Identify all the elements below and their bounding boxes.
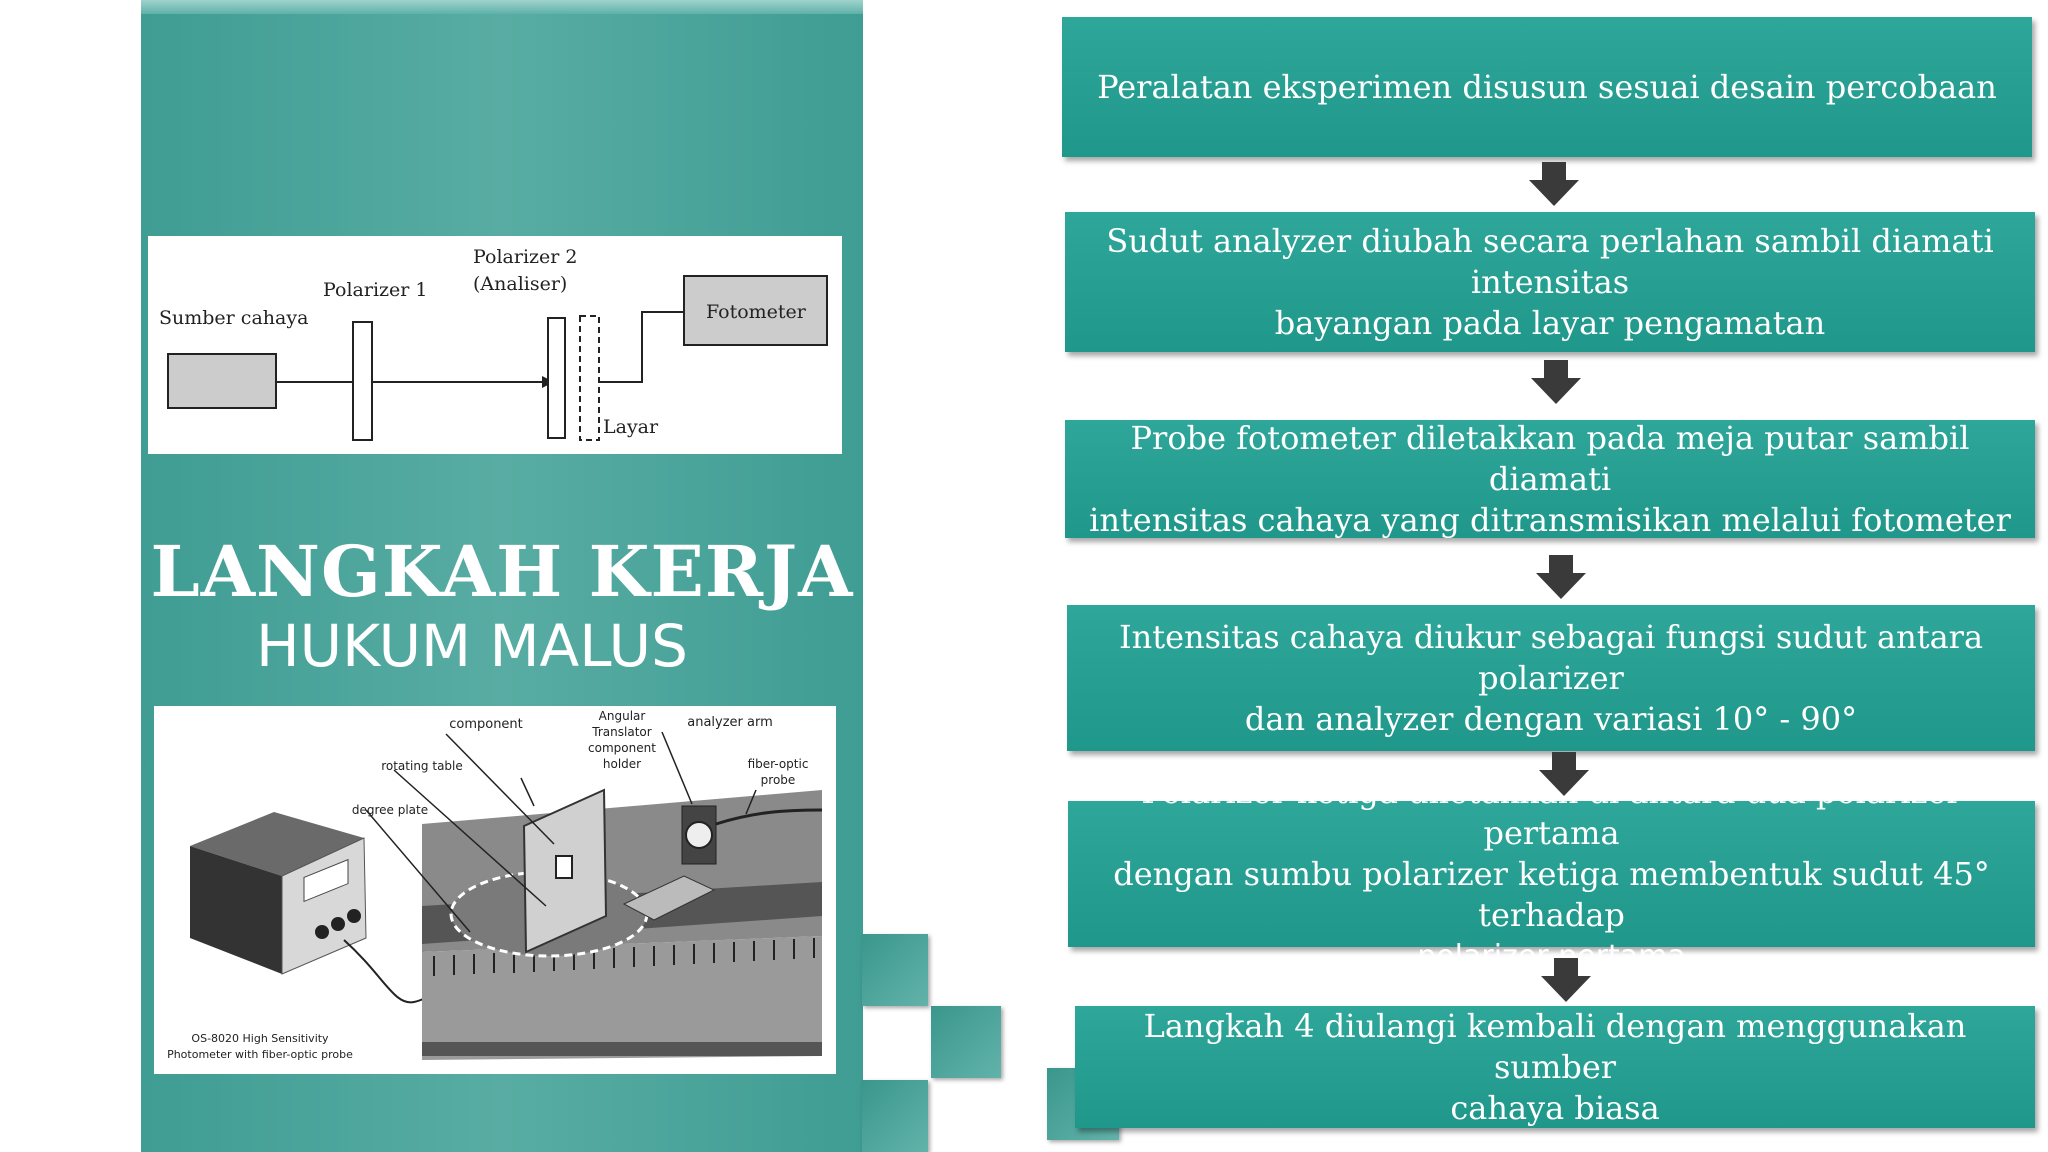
probe-cable	[599, 311, 684, 383]
down-arrow-icon	[1536, 555, 1586, 599]
decor-square	[862, 1080, 928, 1152]
panel-top-edge	[141, 0, 863, 14]
apparatus-illustration: component Angular Translator component h…	[154, 706, 836, 1074]
optical-rail-front	[422, 936, 822, 1060]
page-title: LANGKAH KERJA	[150, 530, 854, 613]
step-3-box: Probe fotometer diletakkan pada meja put…	[1065, 418, 2035, 539]
photometer-label: Fotometer	[706, 301, 807, 323]
decor-square	[862, 934, 928, 1006]
step-text: Intensitas cahaya diukur sebagai fungsi …	[1118, 617, 1984, 697]
step-6-box: Langkah 4 diulangi kembali dengan menggu…	[1075, 1006, 2035, 1128]
decor-square	[931, 1006, 1001, 1078]
polarizer2-sublabel: (Analiser)	[473, 273, 567, 295]
step-1-box: Peralatan eksperimen disusun sesuai desa…	[1062, 17, 2032, 157]
polarizer-1	[352, 321, 373, 441]
rail-bottom-strip	[422, 1042, 822, 1056]
step-2-box: Sudut analyzer diubah secara perlahan sa…	[1065, 212, 2035, 352]
step-text: Probe fotometer diletakkan pada meja put…	[1130, 418, 1970, 498]
label-angular-2: Translator	[591, 725, 651, 739]
light-source	[167, 353, 277, 409]
knob	[315, 925, 329, 939]
caption-line-2: Photometer with fiber-optic probe	[167, 1048, 353, 1061]
photometer-top	[190, 812, 364, 876]
label-angular-4: holder	[603, 757, 641, 771]
leader-lines	[365, 731, 757, 933]
setup-diagram: Sumber cahaya Polarizer 1 Polarizer 2 (A…	[148, 236, 842, 454]
label-fiber-1: fiber-optic	[748, 757, 809, 771]
step-text: bayangan pada layar pengamatan	[1274, 303, 1826, 342]
step-text: Sudut analyzer diubah secara perlahan sa…	[1106, 221, 1994, 301]
step-text: dengan sumbu polarizer ketiga membentuk …	[1113, 854, 1990, 934]
label-angular-3: component	[588, 741, 656, 755]
knob	[347, 909, 361, 923]
knob	[331, 917, 345, 931]
label-angular-1: Angular	[599, 709, 646, 723]
down-arrow-icon	[1531, 360, 1581, 404]
caption-line-1: OS-8020 High Sensitivity	[191, 1032, 329, 1045]
label-degree-plate: degree plate	[352, 803, 428, 817]
page-subtitle: HUKUM MALUS	[256, 612, 688, 680]
label-analyzer-arm: analyzer arm	[687, 715, 773, 730]
label-component: component	[449, 717, 523, 732]
probe-lens	[685, 821, 713, 849]
down-arrow-icon	[1541, 958, 1591, 1002]
probe-fiber	[715, 808, 823, 826]
polarizer1-label: Polarizer 1	[323, 279, 427, 301]
photometer-front	[190, 846, 282, 974]
step-text: Langkah 4 diulangi kembali dengan menggu…	[1143, 1006, 1967, 1086]
label-rotating-table: rotating table	[381, 759, 463, 773]
step-text: intensitas cahaya yang ditransmisikan me…	[1089, 500, 2011, 539]
step-5-box: Polarizer ketiga diletakkan di antara du…	[1068, 773, 2035, 974]
label-fiber-2: probe	[761, 773, 796, 787]
polarizer-2	[547, 317, 566, 439]
component-slot	[555, 855, 573, 879]
step-4-box: Intensitas cahaya diukur sebagai fungsi …	[1067, 605, 2035, 751]
step-text: dan analyzer dengan variasi 10° - 90°	[1244, 699, 1858, 738]
analyzer-arm	[622, 875, 716, 921]
photometer-display	[303, 858, 349, 903]
photometer-box	[683, 275, 828, 346]
screen-label: Layar	[603, 416, 659, 438]
down-arrow-icon	[1539, 752, 1589, 796]
source-label: Sumber cahaya	[159, 307, 308, 329]
step-text: Peralatan eksperimen disusun sesuai desa…	[1097, 67, 1997, 106]
down-arrow-icon	[1529, 162, 1579, 206]
step-text: cahaya biasa	[1450, 1088, 1660, 1127]
step-text: polarizer pertama	[1417, 938, 1686, 974]
polarizer2-label: Polarizer 2	[473, 246, 577, 268]
screen-dashed	[579, 315, 600, 441]
